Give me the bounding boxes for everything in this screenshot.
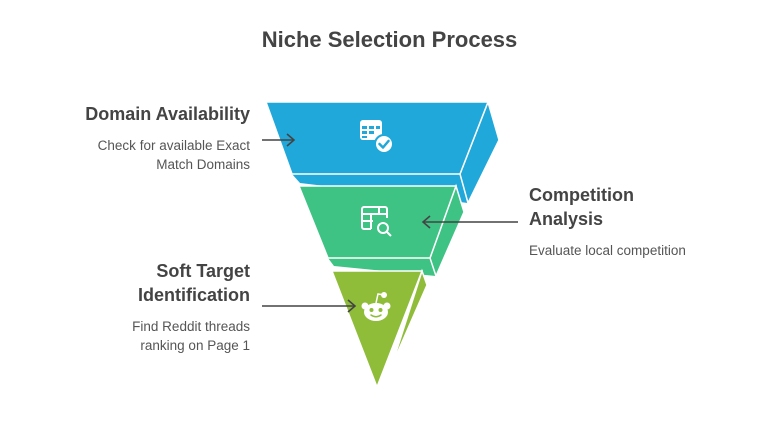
- level-3-side-face: [391, 268, 428, 366]
- diagram-title: Niche Selection Process: [261, 27, 518, 52]
- step-description: Find Reddit threads ranking on Page 1: [132, 319, 250, 353]
- arrow-domain-availability: [262, 133, 296, 147]
- table-check-icon: [360, 120, 394, 154]
- step-heading: Soft Target Identification: [138, 261, 250, 305]
- step-soft-target-identification: Soft Target Identification Find Reddit t…: [30, 259, 250, 355]
- table-search-icon: [361, 206, 392, 237]
- level-3-front-face: [330, 270, 424, 390]
- level-2-front-face: [297, 185, 458, 259]
- step-competition-analysis: Competition Analysis Evaluate local comp…: [529, 183, 729, 260]
- step-heading: Domain Availability: [85, 104, 250, 124]
- funnel-level-2: [297, 183, 465, 279]
- step-domain-availability: Domain Availability Check for available …: [30, 102, 250, 174]
- arrow-soft-target: [262, 299, 357, 313]
- step-description: Check for available Exact Match Domains: [97, 138, 250, 172]
- funnel-level-3: [330, 268, 428, 390]
- arrow-competition-analysis: [421, 215, 518, 229]
- reddit-icon: [361, 292, 391, 321]
- step-heading: Competition Analysis: [529, 185, 634, 229]
- step-description: Evaluate local competition: [529, 243, 686, 258]
